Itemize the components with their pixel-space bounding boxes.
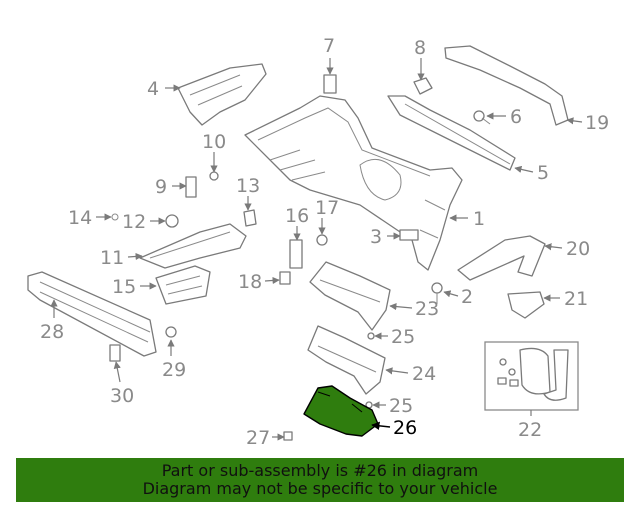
banner-disclaimer-line: Diagram may not be specific to your vehi… xyxy=(142,479,498,498)
callout-26-highlighted: 26 xyxy=(393,417,417,439)
mud-flap-kit-part xyxy=(484,341,579,411)
leader-lines xyxy=(50,58,583,441)
rear-bumper-cover-part xyxy=(244,95,463,271)
callout-7: 7 xyxy=(323,35,335,57)
callout-14: 14 xyxy=(68,207,92,229)
bracket-9-part xyxy=(185,176,197,198)
callout-23: 23 xyxy=(415,298,439,320)
callout-19: 19 xyxy=(585,112,609,134)
callout-11: 11 xyxy=(100,247,124,269)
callout-8: 8 xyxy=(414,37,426,59)
callout-13: 13 xyxy=(236,175,260,197)
callout-12: 12 xyxy=(122,211,146,233)
parts-diagram: 1 2 3 4 5 6 7 8 9 10 11 12 13 14 15 16 1… xyxy=(27,35,609,449)
callout-labels: 1 2 3 4 5 6 7 8 9 10 11 12 13 14 15 16 1… xyxy=(40,35,609,449)
lower-valance-24-part xyxy=(307,325,386,395)
bolt-2-part xyxy=(431,282,443,304)
top-molding-part xyxy=(444,45,569,126)
info-banner: Part or sub-assembly is #26 in diagram D… xyxy=(16,458,624,502)
screw-12-part xyxy=(165,214,179,228)
bracket-30-part xyxy=(109,344,121,362)
screw-17-part xyxy=(316,234,328,246)
callout-29: 29 xyxy=(162,359,186,381)
absorber-11-part xyxy=(139,223,247,269)
callout-30: 30 xyxy=(110,385,134,407)
callout-25a: 25 xyxy=(391,326,415,348)
callout-20: 20 xyxy=(566,238,590,260)
callout-4: 4 xyxy=(147,78,159,100)
bracket-21-part xyxy=(507,291,545,319)
callout-5: 5 xyxy=(537,162,549,184)
bracket-15-part xyxy=(155,265,211,305)
banner-part-line: Part or sub-assembly is #26 in diagram xyxy=(161,461,479,480)
callout-24: 24 xyxy=(412,363,436,385)
clip-18-part xyxy=(279,271,291,285)
bolt-29-part xyxy=(165,326,177,338)
callout-22: 22 xyxy=(518,419,542,441)
upper-reinforcement-part xyxy=(387,95,516,171)
clip-25a-part xyxy=(367,332,375,340)
callout-28: 28 xyxy=(40,321,64,343)
side-support-20-part xyxy=(457,235,546,281)
callout-6: 6 xyxy=(510,106,522,128)
callout-2: 2 xyxy=(461,286,473,308)
callout-9: 9 xyxy=(155,176,167,198)
callout-3: 3 xyxy=(370,226,382,248)
lower-valance-23-part xyxy=(309,261,391,331)
callout-21: 21 xyxy=(564,288,588,310)
callout-25b: 25 xyxy=(389,395,413,417)
side-bracket-part xyxy=(177,63,267,126)
callout-15: 15 xyxy=(112,276,136,298)
clip-14-part xyxy=(111,213,119,221)
clip-3-part xyxy=(399,229,419,241)
callout-27: 27 xyxy=(246,427,270,449)
screw-6-part xyxy=(473,110,491,125)
callout-10: 10 xyxy=(202,131,226,153)
bracket-16-part xyxy=(289,239,303,269)
callout-16: 16 xyxy=(285,205,309,227)
clip-8-part xyxy=(413,77,433,95)
skid-plate-26-part xyxy=(303,385,379,437)
clip-27-part xyxy=(283,431,293,441)
callout-1: 1 xyxy=(473,208,485,230)
bolt-10-part xyxy=(209,171,219,181)
callout-18: 18 xyxy=(238,271,262,293)
callout-17: 17 xyxy=(315,197,339,219)
clip-7-part xyxy=(323,74,337,94)
reinforcement-beam-28-part xyxy=(27,271,157,357)
clip-13-part xyxy=(243,209,257,227)
